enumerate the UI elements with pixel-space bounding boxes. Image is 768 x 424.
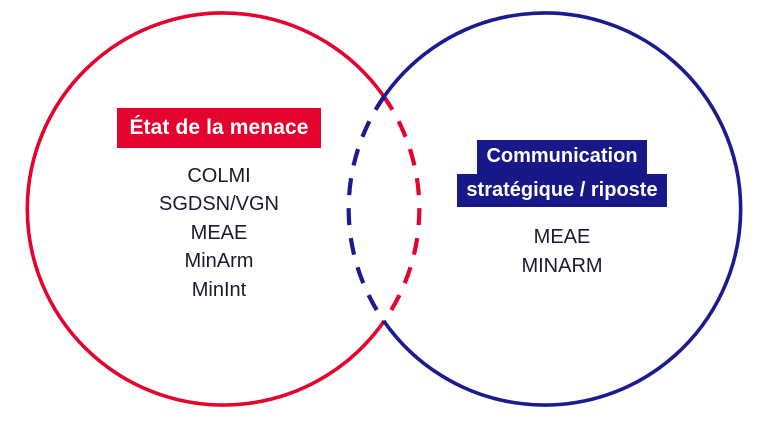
right-group-member-list: MEAE MINARM xyxy=(412,223,712,280)
list-item: MinArm xyxy=(184,250,254,273)
left-group-member-list: COLMI SGDSN/VGN MEAE MinArm MinInt xyxy=(60,162,378,304)
blue-circle-solid-arc xyxy=(383,11,743,407)
red-circle-dashed-arc xyxy=(381,94,422,324)
list-item: SGDSN/VGN xyxy=(158,193,280,216)
list-item: MINARM xyxy=(521,254,603,277)
list-item: MinInt xyxy=(191,278,247,301)
left-group: État de la menace COLMI SGDSN/VGN MEAE M… xyxy=(60,108,378,304)
list-item: MEAE xyxy=(190,221,248,244)
right-group-heading: Communication stratégique / riposte xyxy=(412,140,712,208)
list-item: MEAE xyxy=(533,226,591,249)
right-group: Communication stratégique / riposte MEAE… xyxy=(412,140,712,280)
right-group-heading-line-2: stratégique / riposte xyxy=(457,173,667,208)
red-circle-solid-arc xyxy=(25,11,385,407)
right-group-heading-line-1: Communication xyxy=(477,140,647,174)
blue-circle-dashed-arc xyxy=(346,94,387,324)
left-group-heading: État de la menace xyxy=(117,108,321,148)
list-item: COLMI xyxy=(187,165,251,187)
